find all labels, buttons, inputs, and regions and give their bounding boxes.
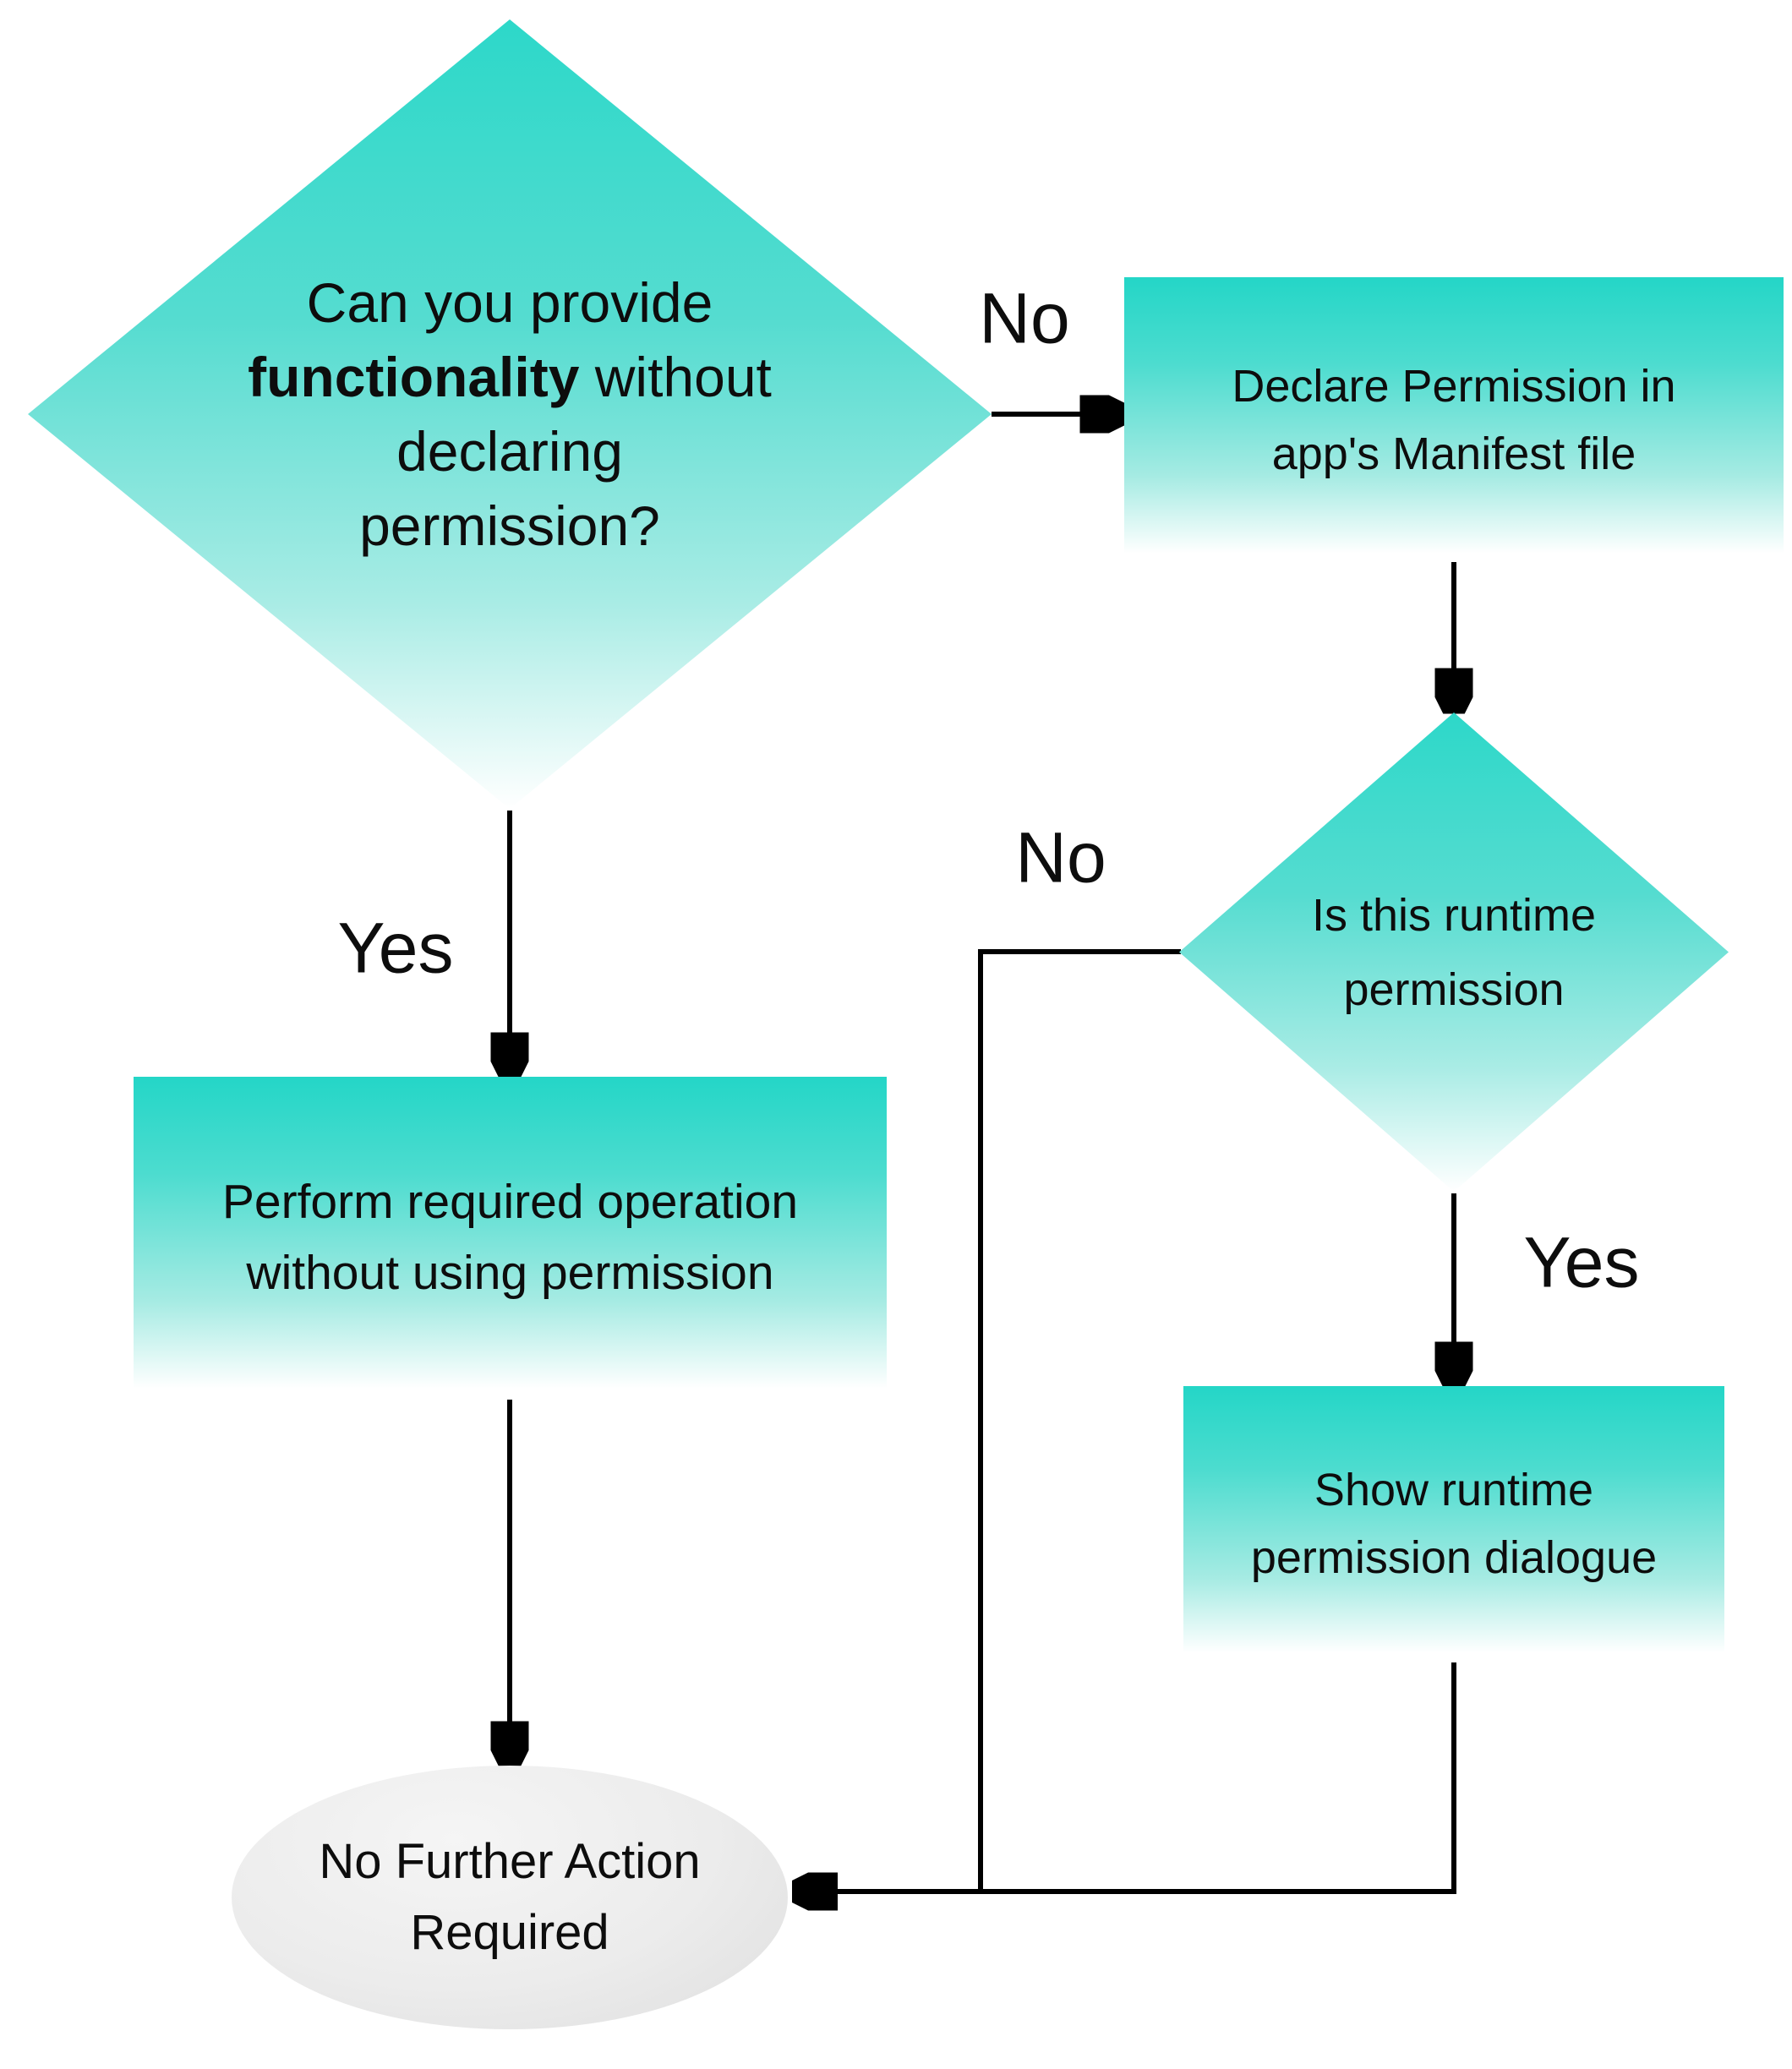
runtime-permission-diamond: Is this runtime permission xyxy=(1179,712,1729,1192)
show-dialog-box: Show runtime permission dialogue xyxy=(1183,1386,1724,1661)
decision-functionality-text-line4: permission? xyxy=(359,494,660,557)
decision-functionality-text-line1: Can you provide xyxy=(306,271,713,334)
terminal-text-line1: No Further Action xyxy=(319,1834,701,1889)
edge-label-no-top: No xyxy=(979,278,1070,358)
runtime-permission-text-line1: Is this runtime xyxy=(1311,889,1597,941)
edge-label-no-mid: No xyxy=(1015,817,1106,898)
no-further-action-ellipse: No Further Action Required xyxy=(232,1766,788,2029)
declare-permission-text-line2: app's Manifest file xyxy=(1271,428,1636,479)
decision-functionality-text-line2: functionality without xyxy=(248,346,772,408)
perform-operation-text-line1: Perform required operation xyxy=(221,1175,799,1229)
perform-operation-box: Perform required operation without using… xyxy=(134,1077,887,1398)
terminal-text-line2: Required xyxy=(410,1905,609,1960)
edge-runtime-no-branch xyxy=(978,949,1181,1894)
edge-label-yes-right: Yes xyxy=(1523,1222,1640,1302)
show-dialog-text-line1: Show runtime xyxy=(1314,1464,1594,1515)
decision-functionality-diamond: Can you provide functionality without de… xyxy=(28,19,992,809)
perform-operation-text-line2: without using permission xyxy=(246,1246,774,1300)
show-dialog-text-line2: permission dialogue xyxy=(1250,1531,1658,1583)
edge-show-dialog-to-terminal xyxy=(801,1662,1456,1892)
declare-permission-text-line1: Declare Permission in xyxy=(1232,360,1676,412)
declare-permission-box: Declare Permission in app's Manifest fil… xyxy=(1124,277,1784,562)
runtime-permission-text-line2: permission xyxy=(1343,964,1565,1015)
edge-label-yes-left: Yes xyxy=(337,908,454,988)
decision-functionality-text-line3: declaring xyxy=(396,420,623,483)
